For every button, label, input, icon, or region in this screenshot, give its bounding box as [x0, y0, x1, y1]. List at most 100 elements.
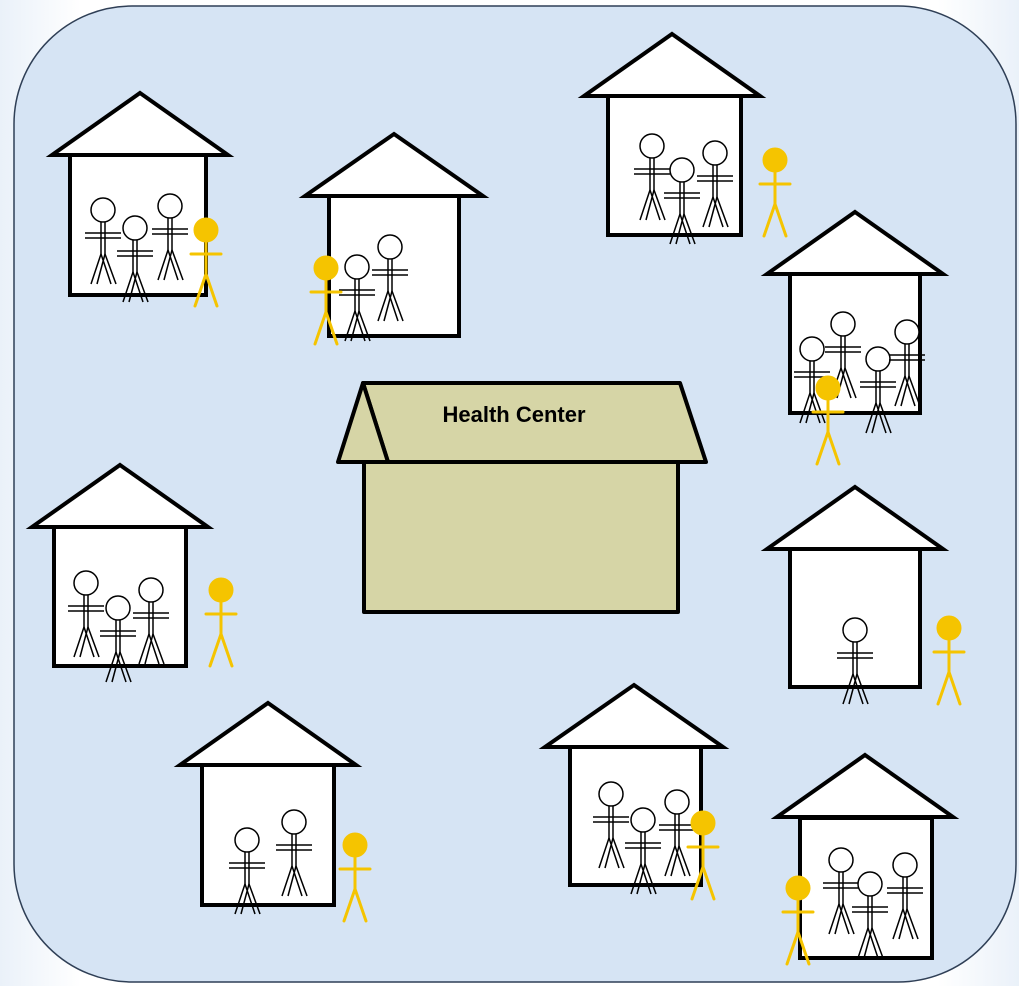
health-worker-figure	[758, 147, 792, 238]
health-worker-stroke	[690, 865, 705, 901]
resident-stroke	[598, 837, 610, 869]
house-roof	[760, 484, 950, 551]
resident-stroke	[669, 213, 681, 245]
resident-stroke	[350, 310, 360, 342]
health-center: Health Center	[336, 381, 708, 614]
health-worker-stroke	[342, 887, 357, 923]
health-worker-head	[193, 217, 219, 243]
resident-figure	[117, 215, 153, 303]
resident-stroke	[799, 392, 811, 424]
resident-stroke	[844, 367, 857, 399]
resident-stroke	[900, 375, 910, 407]
resident-stroke	[167, 249, 179, 281]
resident-stroke	[383, 290, 393, 322]
resident-stroke	[842, 673, 854, 705]
resident-stroke	[649, 189, 661, 221]
house-roof	[173, 700, 363, 767]
resident-head	[122, 215, 148, 241]
resident-stroke	[902, 908, 914, 940]
resident-stroke	[295, 865, 308, 897]
resident-stroke	[128, 271, 138, 303]
resident-head	[598, 781, 624, 807]
resident-head	[377, 234, 403, 260]
resident-stroke	[244, 883, 256, 915]
resident-stroke	[354, 310, 366, 342]
resident-head	[344, 254, 370, 280]
resident-stroke	[670, 845, 680, 877]
health-worker-stroke	[701, 865, 716, 901]
resident-stroke	[234, 883, 246, 915]
house-2	[298, 131, 490, 346]
resident-figure	[625, 807, 661, 895]
resident-stroke	[111, 651, 121, 683]
houses	[25, 31, 966, 966]
resident-figure	[276, 809, 312, 897]
house-roof	[298, 131, 490, 198]
resident-figure	[339, 254, 375, 342]
resident-stroke	[87, 626, 100, 658]
resident-stroke	[898, 908, 908, 940]
resident-head	[842, 617, 868, 643]
resident-stroke	[674, 845, 686, 877]
resident-stroke	[653, 189, 666, 221]
health-worker-head	[313, 255, 339, 281]
resident-stroke	[871, 927, 884, 959]
resident-stroke	[879, 402, 892, 434]
resident-stroke	[640, 863, 652, 895]
health-worker-head	[342, 832, 368, 858]
health-worker-stroke	[193, 272, 208, 308]
health-worker-head	[936, 615, 962, 641]
resident-stroke	[387, 290, 399, 322]
resident-head	[894, 319, 920, 345]
resident-head	[664, 789, 690, 815]
health-worker-stroke	[815, 430, 830, 466]
resident-stroke	[906, 908, 919, 940]
resident-stroke	[122, 271, 134, 303]
resident-stroke	[644, 863, 657, 895]
resident-stroke	[79, 626, 89, 658]
house-roof	[770, 752, 960, 819]
resident-stroke	[856, 673, 869, 705]
resident-head	[630, 807, 656, 833]
resident-stroke	[805, 392, 815, 424]
health-worker-head	[762, 147, 788, 173]
health-worker-stroke	[936, 670, 951, 706]
resident-stroke	[171, 249, 184, 281]
resident-figure	[152, 193, 188, 281]
resident-stroke	[840, 367, 852, 399]
resident-stroke	[157, 249, 169, 281]
house-wall	[200, 763, 336, 907]
resident-stroke	[612, 837, 625, 869]
resident-stroke	[73, 626, 85, 658]
resident-head	[857, 871, 883, 897]
resident-stroke	[678, 845, 691, 877]
resident-stroke	[163, 249, 173, 281]
resident-figure	[659, 789, 695, 877]
resident-stroke	[138, 633, 150, 665]
resident-stroke	[608, 837, 620, 869]
resident-figure	[100, 595, 136, 683]
resident-stroke	[863, 927, 873, 959]
resident-head	[90, 197, 116, 223]
resident-stroke	[96, 253, 106, 285]
resident-stroke	[119, 651, 132, 683]
resident-stroke	[291, 865, 303, 897]
house-6	[760, 484, 966, 706]
resident-stroke	[630, 863, 642, 895]
health-worker-head	[785, 875, 811, 901]
health-worker-stroke	[773, 202, 788, 238]
resident-figure	[823, 847, 859, 935]
health-worker-figure	[309, 255, 343, 346]
health-worker-stroke	[785, 930, 800, 966]
resident-stroke	[675, 213, 685, 245]
resident-stroke	[358, 310, 371, 342]
health-worker-figure	[189, 217, 223, 308]
resident-stroke	[377, 290, 389, 322]
health-worker-stroke	[762, 202, 777, 238]
resident-stroke	[664, 845, 676, 877]
resident-head	[73, 570, 99, 596]
resident-figure	[887, 852, 923, 940]
health-worker-stroke	[208, 632, 223, 668]
resident-figure	[860, 346, 896, 434]
